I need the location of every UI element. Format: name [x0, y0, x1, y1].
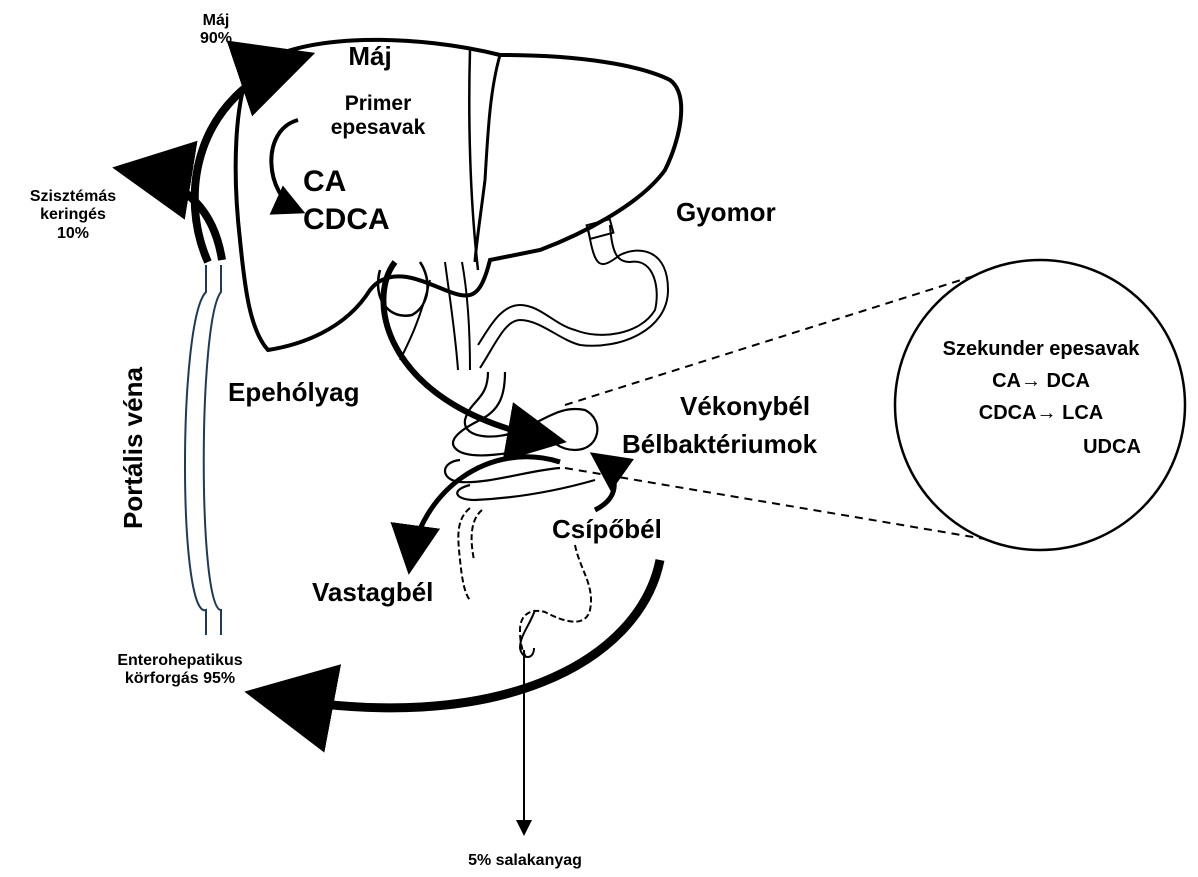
rectum [520, 610, 535, 657]
stomach-outline [480, 228, 668, 368]
portal-vein-inner [204, 265, 221, 635]
arrow-liver-to-systemic [128, 170, 222, 260]
label-stomach: Gyomor [676, 198, 776, 228]
label-enterohepatic-line1: Enterohepatikus [80, 652, 280, 670]
label-systemic-line2: keringés [8, 206, 138, 224]
label-cdca: CDCA [303, 203, 390, 238]
label-maj-90-line2: 90% [176, 30, 256, 48]
label-enterohepatic-line2: körforgás 95% [80, 670, 280, 688]
label-systemic: Szisztémás keringés 10% [8, 188, 138, 243]
inset-line2: CDCA→ LCA [910, 402, 1172, 425]
duodenum [465, 372, 598, 450]
inset-title: Szekunder epesavak [910, 338, 1172, 361]
label-liver: Máj [330, 42, 410, 72]
arrow-ileum-loop [595, 458, 614, 510]
label-primer-line1: Primer [318, 92, 438, 116]
label-maj-90-line1: Máj [176, 12, 256, 30]
label-primer: Primer epesavak [318, 92, 438, 140]
label-waste: 5% salakanyag [440, 852, 610, 870]
label-systemic-line3: 10% [8, 225, 138, 243]
label-ileum: Csípőbél [552, 515, 662, 545]
label-ca: CA [303, 165, 346, 200]
label-portal-vein: Portális véna [119, 358, 149, 538]
liver-lobe-divider [475, 55, 500, 262]
label-colon: Vastagbél [312, 578, 433, 608]
inset-line1: CA→ DCA [910, 370, 1172, 393]
label-primer-line2: epesavak [318, 116, 438, 140]
small-intestine-coils [445, 372, 595, 500]
label-gut-bacteria: Bélbaktériumok [622, 430, 817, 460]
label-gallbladder: Epehólyag [228, 378, 359, 408]
label-systemic-line1: Szisztémás [8, 188, 138, 206]
arrow-small-intestine-to-colon [410, 457, 560, 565]
label-maj-90: Máj 90% [176, 12, 256, 49]
arrow-primer-cycle [271, 120, 298, 210]
label-enterohepatic: Enterohepatikus körforgás 95% [80, 652, 280, 689]
label-small-intestine: Vékonybél [680, 392, 810, 422]
stomach-inner [478, 225, 657, 345]
inset-line3: UDCA [1062, 436, 1162, 459]
